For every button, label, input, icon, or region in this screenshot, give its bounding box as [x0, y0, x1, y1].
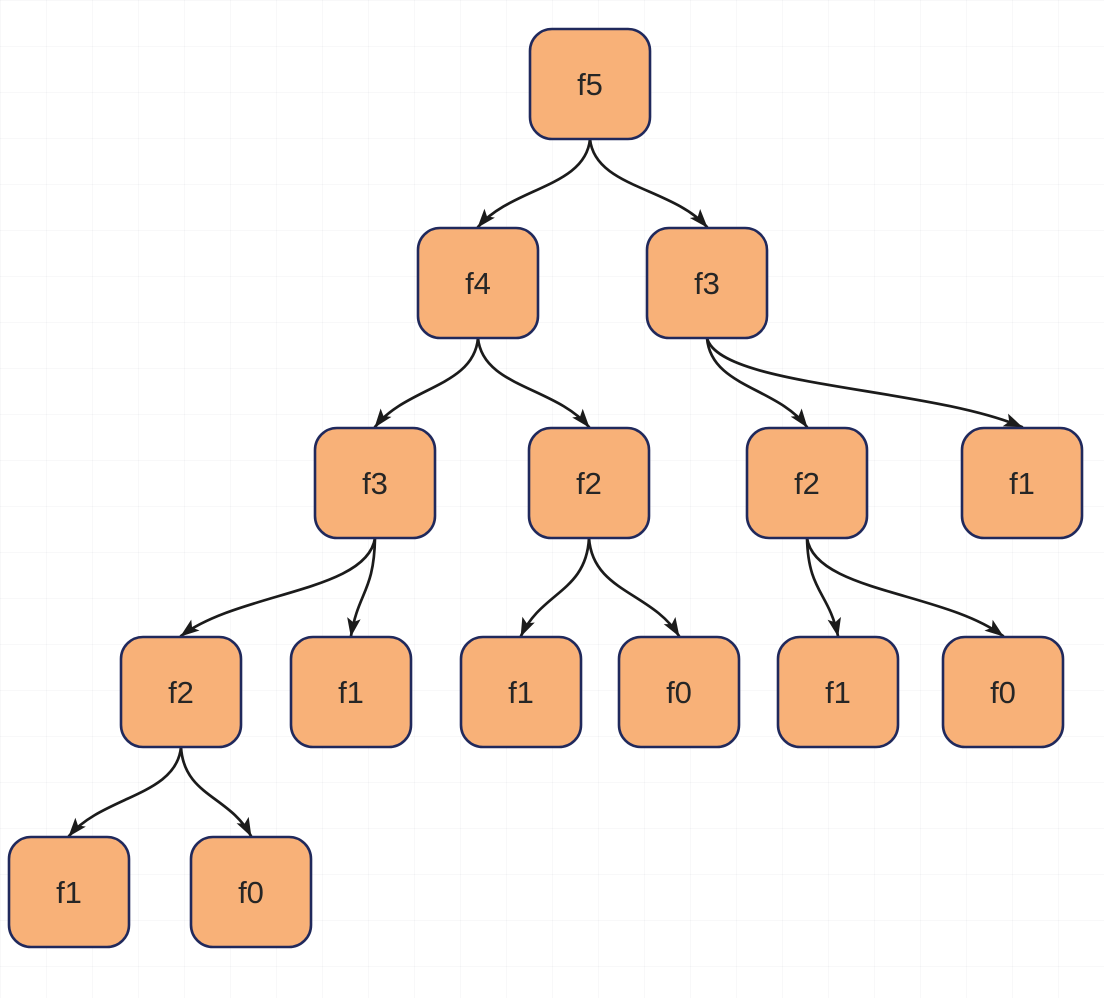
node-label: f4 [465, 266, 491, 301]
nodes-layer: f5 f4 f3 f3 f2 f2 f1 f2 f1 f1 f0 f1 f0 f1 f0 [7, 27, 1084, 949]
node-box [528, 27, 652, 141]
node-label: f1 [338, 675, 364, 710]
node-box [617, 635, 741, 749]
edge-f4-f3b [373, 336, 480, 429]
tree-node-f5: f5 [528, 27, 652, 141]
node-box [459, 635, 583, 749]
edge-f2a-f0a [587, 536, 681, 638]
node-label: f5 [577, 67, 603, 102]
node-label: f3 [362, 466, 388, 501]
node-box [776, 635, 900, 749]
tree-node-f2b: f2 [745, 426, 869, 540]
edge-f2c-f1e [67, 745, 183, 838]
node-label: f0 [238, 875, 264, 910]
node-label: f1 [508, 675, 534, 710]
node-label: f1 [825, 675, 851, 710]
edge-f2b-f0b [805, 536, 1005, 638]
node-box [941, 635, 1065, 749]
node-box [313, 426, 437, 540]
tree-node-f2a: f2 [527, 426, 651, 540]
edge-f3b-f2c [179, 536, 377, 638]
tree-node-f3b: f3 [313, 426, 437, 540]
tree-node-f1d: f1 [776, 635, 900, 749]
node-box [527, 426, 651, 540]
tree-node-f2c: f2 [119, 635, 243, 749]
node-label: f1 [56, 875, 82, 910]
edge-f3a-f1a [705, 336, 1024, 429]
node-label: f2 [168, 675, 194, 710]
edges-layer [67, 137, 1024, 838]
edge-f5-f4 [476, 137, 592, 229]
edge-f3a-f2b [705, 336, 809, 429]
tree-node-f4: f4 [416, 226, 540, 340]
node-label: f1 [1009, 466, 1035, 501]
node-label: f0 [666, 675, 692, 710]
tree-node-f0c: f0 [189, 835, 313, 949]
node-box [645, 226, 769, 340]
tree-node-f1c: f1 [459, 635, 583, 749]
node-label: f0 [990, 675, 1016, 710]
node-box [7, 835, 131, 949]
edge-f2b-f1d [805, 536, 841, 638]
edge-f5-f3a [588, 137, 709, 229]
edge-f2a-f1c [519, 536, 591, 638]
node-box [960, 426, 1084, 540]
edge-f3b-f1b [347, 536, 377, 638]
tree-node-f1e: f1 [7, 835, 131, 949]
node-label: f2 [794, 466, 820, 501]
node-box [416, 226, 540, 340]
node-box [189, 835, 313, 949]
tree-node-f1b: f1 [289, 635, 413, 749]
node-box [289, 635, 413, 749]
edge-f4-f2a [476, 336, 591, 429]
tree-node-f3a: f3 [645, 226, 769, 340]
node-box [745, 426, 869, 540]
node-label: f2 [576, 466, 602, 501]
tree-node-f0a: f0 [617, 635, 741, 749]
node-label: f3 [694, 266, 720, 301]
tree-node-f1a: f1 [960, 426, 1084, 540]
tree-node-f0b: f0 [941, 635, 1065, 749]
node-box [119, 635, 243, 749]
edge-f2c-f0c [179, 745, 253, 838]
